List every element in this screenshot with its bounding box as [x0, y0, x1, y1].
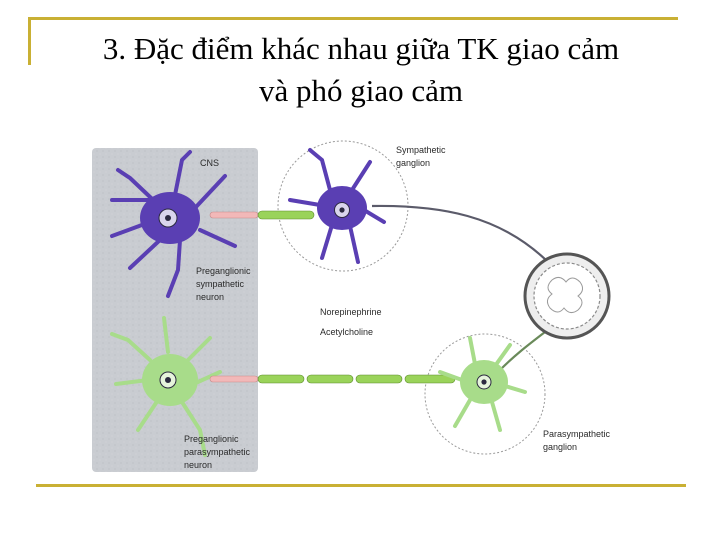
parasympathetic-pink-axon-segment [210, 376, 258, 382]
preganglionic-parasympathetic-label-line-3: neuron [184, 460, 212, 470]
parasympathetic-myelin-segment-1 [258, 375, 304, 383]
preganglionic-sympathetic-label-line-1: Preganglionic [196, 266, 251, 276]
preganglionic-sympathetic-label-line-3: neuron [196, 292, 224, 302]
sympathetic-ganglion-label-line-1: Sympathetic [396, 145, 446, 155]
norepinephrine-label: Norepinephrine [320, 307, 382, 317]
parasympathetic-ganglion-label-line-1: Parasympathetic [543, 429, 611, 439]
preganglionic-parasympathetic-label-line-1: Preganglionic [184, 434, 239, 444]
cns-label: CNS [200, 158, 219, 168]
sympathetic-ganglion-label: Sympathetic ganglion [396, 145, 448, 168]
parasympathetic-ganglion-label: Parasympathetic ganglion [543, 429, 613, 452]
sympathetic-myelin-segment [258, 211, 314, 219]
preganglionic-parasympathetic-label-line-2: parasympathetic [184, 447, 251, 457]
parasympathetic-myelin-segment-3 [356, 375, 402, 383]
preganglionic-sympathetic-label-line-2: sympathetic [196, 279, 245, 289]
parasympathetic-ganglion-label-line-2: ganglion [543, 442, 577, 452]
acetylcholine-label: Acetylcholine [320, 327, 373, 337]
sympathetic-ganglion-label-line-2: ganglion [396, 158, 430, 168]
effector-organ [525, 254, 609, 338]
sympathetic-pink-axon-segment [210, 212, 258, 218]
parasympathetic-myelin-segment-2 [307, 375, 353, 383]
